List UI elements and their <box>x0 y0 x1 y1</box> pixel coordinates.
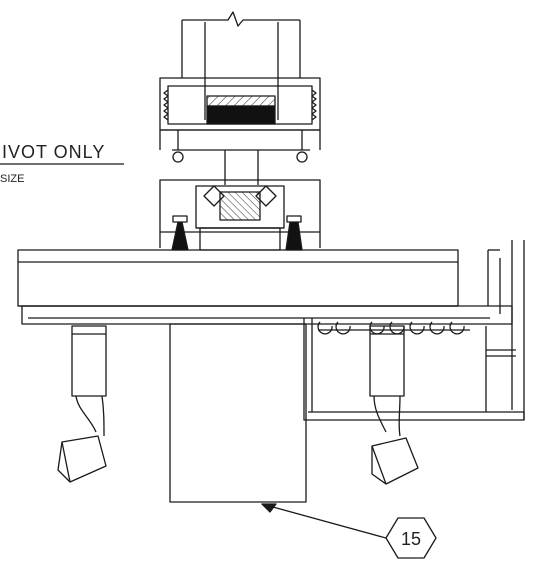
left-caster <box>57 325 107 483</box>
pivot-only-label: IVOT ONLY <box>2 142 105 162</box>
threaded-collar <box>159 77 321 131</box>
main-rail <box>17 249 513 325</box>
right-bracket <box>303 240 525 421</box>
leader-line <box>261 503 387 539</box>
right-caster <box>369 325 419 485</box>
column-top <box>181 11 301 120</box>
stem <box>224 150 259 185</box>
central-block <box>169 323 307 503</box>
bearing-housing <box>159 179 321 251</box>
size-label: SIZE <box>0 173 24 185</box>
conical-feet <box>171 215 303 251</box>
pivot-lugs <box>159 130 321 163</box>
callout-number: 15 <box>401 529 421 549</box>
callout-hexagon <box>385 517 437 559</box>
cable-clips <box>317 321 470 335</box>
pad <box>206 95 276 125</box>
